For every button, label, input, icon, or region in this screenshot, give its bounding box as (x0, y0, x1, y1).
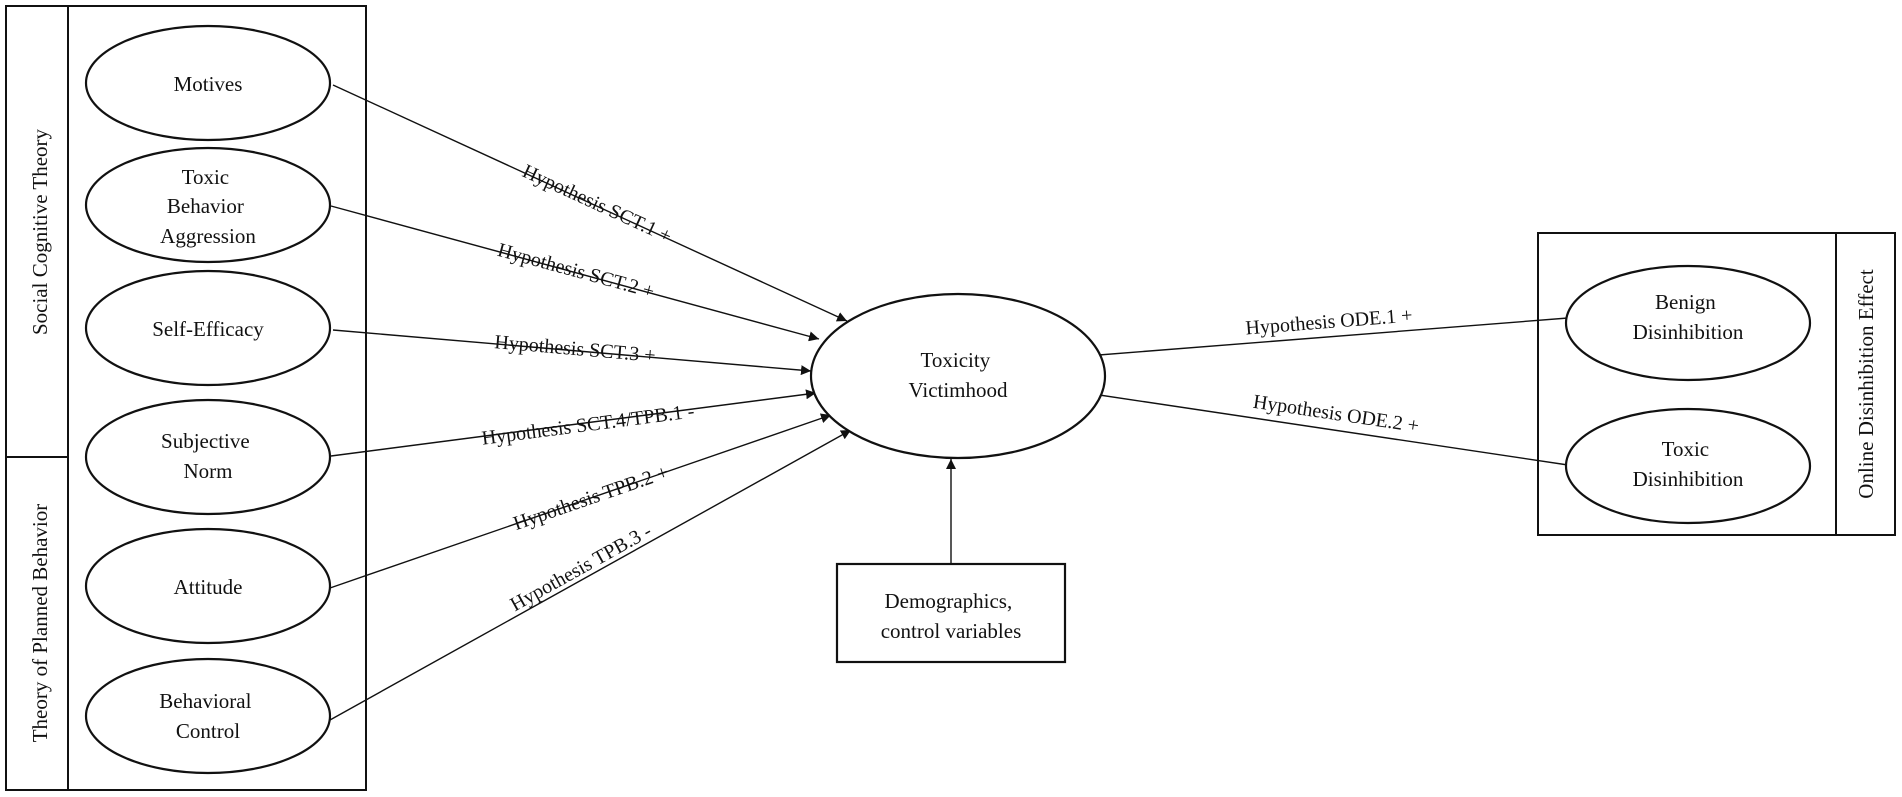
node-self-efficacy-label: Self-Efficacy (152, 317, 264, 341)
edge-ode1-arrow (1085, 317, 1569, 361)
edge-sct3-label: Hypothesis SCT.3 + (494, 331, 657, 367)
node-benign-disinhibition: Benign Disinhibition (1564, 264, 1812, 382)
edge-sct3-arrow (332, 329, 812, 376)
edge-sct1-label: Hypothesis SCT.1 + (519, 160, 675, 247)
edge-ode1-label: Hypothesis ODE.1 + (1245, 304, 1414, 339)
edge-sct2-arrow (330, 205, 820, 342)
node-behavioral-control: Behavioral Control (84, 657, 332, 775)
node-subjective-norm: Subjective Norm (84, 398, 332, 516)
edge-sct4-tpb1-arrow (330, 389, 817, 457)
edge-sct4-tpb1-label: Hypothesis SCT.4/TPB.1 - (480, 400, 695, 449)
edge-tpb3-arrow (329, 429, 852, 721)
node-toxic-disinhibition-label: Toxic Disinhibition (1633, 437, 1744, 491)
edge-ode2-arrow (1085, 389, 1569, 466)
edge-tpb2-arrow (329, 413, 832, 589)
node-motives-label: Motives (174, 72, 243, 96)
edge-sct2-label: Hypothesis SCT.2 + (495, 239, 657, 303)
node-benign-disinhibition-label: Benign Disinhibition (1633, 290, 1744, 344)
node-attitude: Attitude (84, 527, 332, 645)
edge-sct1-arrow (332, 84, 848, 322)
node-motives: Motives (84, 24, 332, 142)
edge-tpb3-label: Hypothesis TPB.3 - (507, 520, 656, 616)
node-toxic-behavior-aggression-label: Toxic Behavior Aggression (160, 165, 256, 248)
node-demographics-control-variables: Demographics, control variables (835, 562, 1067, 664)
node-toxic-behavior-aggression: Toxic Behavior Aggression (84, 146, 332, 264)
node-toxicity-victimhood-label: Toxicity Victimhood (908, 348, 1008, 402)
left-theory-frame (5, 5, 367, 791)
node-subjective-norm-label: Subjective Norm (161, 429, 255, 483)
node-behavioral-control-label: Behavioral Control (159, 689, 256, 743)
node-toxicity-victimhood: Toxicity Victimhood (809, 292, 1107, 460)
edge-tpb2-label: Hypothesis TPB.2 + (511, 461, 672, 535)
node-demographics-label: Demographics, control variables (881, 589, 1022, 643)
group-label-social-cognitive-theory: Social Cognitive Theory (28, 128, 52, 335)
group-label-online-disinhibition-effect: Online Disinhibition Effect (1854, 269, 1878, 499)
node-self-efficacy: Self-Efficacy (84, 269, 332, 387)
node-attitude-label: Attitude (174, 575, 243, 599)
right-theory-frame (1537, 232, 1896, 536)
node-toxic-disinhibition: Toxic Disinhibition (1564, 407, 1812, 525)
group-label-theory-of-planned-behavior: Theory of Planned Behavior (28, 504, 52, 743)
